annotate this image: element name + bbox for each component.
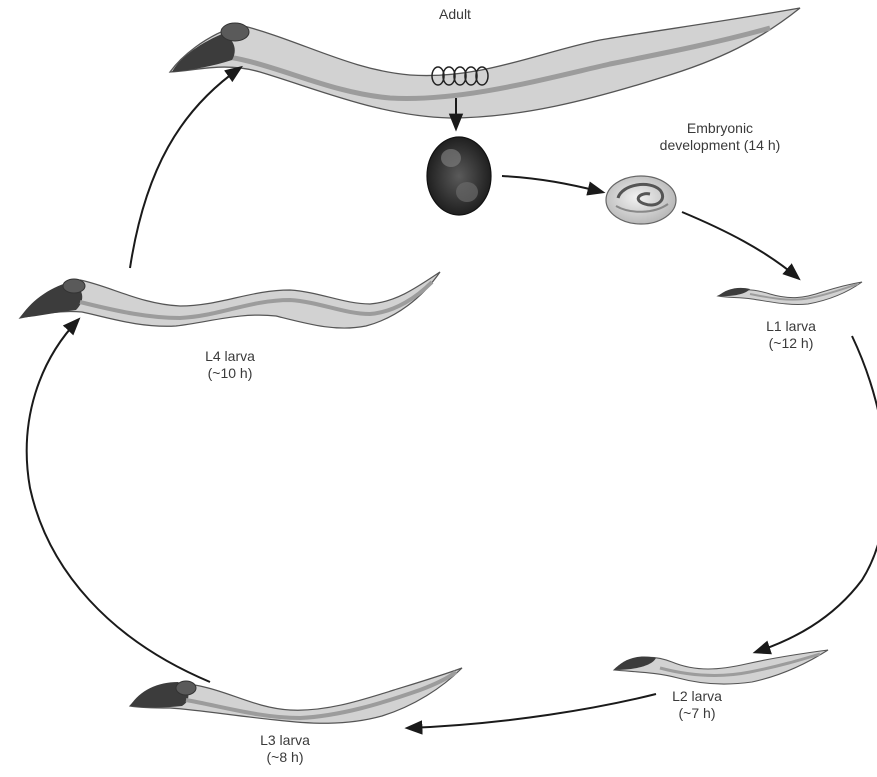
arrow-l2-to-l3 — [408, 694, 656, 728]
l1-duration: (~12 h) — [746, 335, 836, 352]
l4-larva-worm — [20, 272, 440, 328]
arrow-l3-to-l4 — [27, 320, 210, 682]
egg — [427, 137, 491, 215]
l3-name: L3 larva — [240, 732, 330, 749]
l3-larva-label: L3 larva (~8 h) — [240, 732, 330, 766]
embryonic-development-label: Embryonic development (14 h) — [640, 120, 800, 154]
embryo-label-line2: development (14 h) — [640, 137, 800, 154]
l1-larva-label: L1 larva (~12 h) — [746, 318, 836, 352]
l4-name: L4 larva — [185, 348, 275, 365]
embryo-label-line1: Embryonic — [640, 120, 800, 137]
arrow-l4-to-adult — [130, 68, 240, 268]
l2-name: L2 larva — [652, 688, 742, 705]
l4-larva-label: L4 larva (~10 h) — [185, 348, 275, 382]
l1-larva-worm — [718, 282, 862, 305]
l3-larva-worm — [130, 668, 462, 723]
embryo — [606, 176, 676, 224]
l2-larva-label: L2 larva (~7 h) — [652, 688, 742, 722]
l3-duration: (~8 h) — [240, 749, 330, 766]
l2-duration: (~7 h) — [652, 705, 742, 722]
l1-name: L1 larva — [746, 318, 836, 335]
l4-duration: (~10 h) — [185, 365, 275, 382]
arrow-l1-to-l2 — [756, 336, 877, 652]
adult-worm — [170, 8, 800, 118]
arrow-embryo-to-l1 — [682, 212, 798, 278]
arrow-egg-to-embryo — [502, 176, 602, 192]
adult-label: Adult — [410, 6, 500, 23]
l2-larva-worm — [614, 650, 828, 684]
